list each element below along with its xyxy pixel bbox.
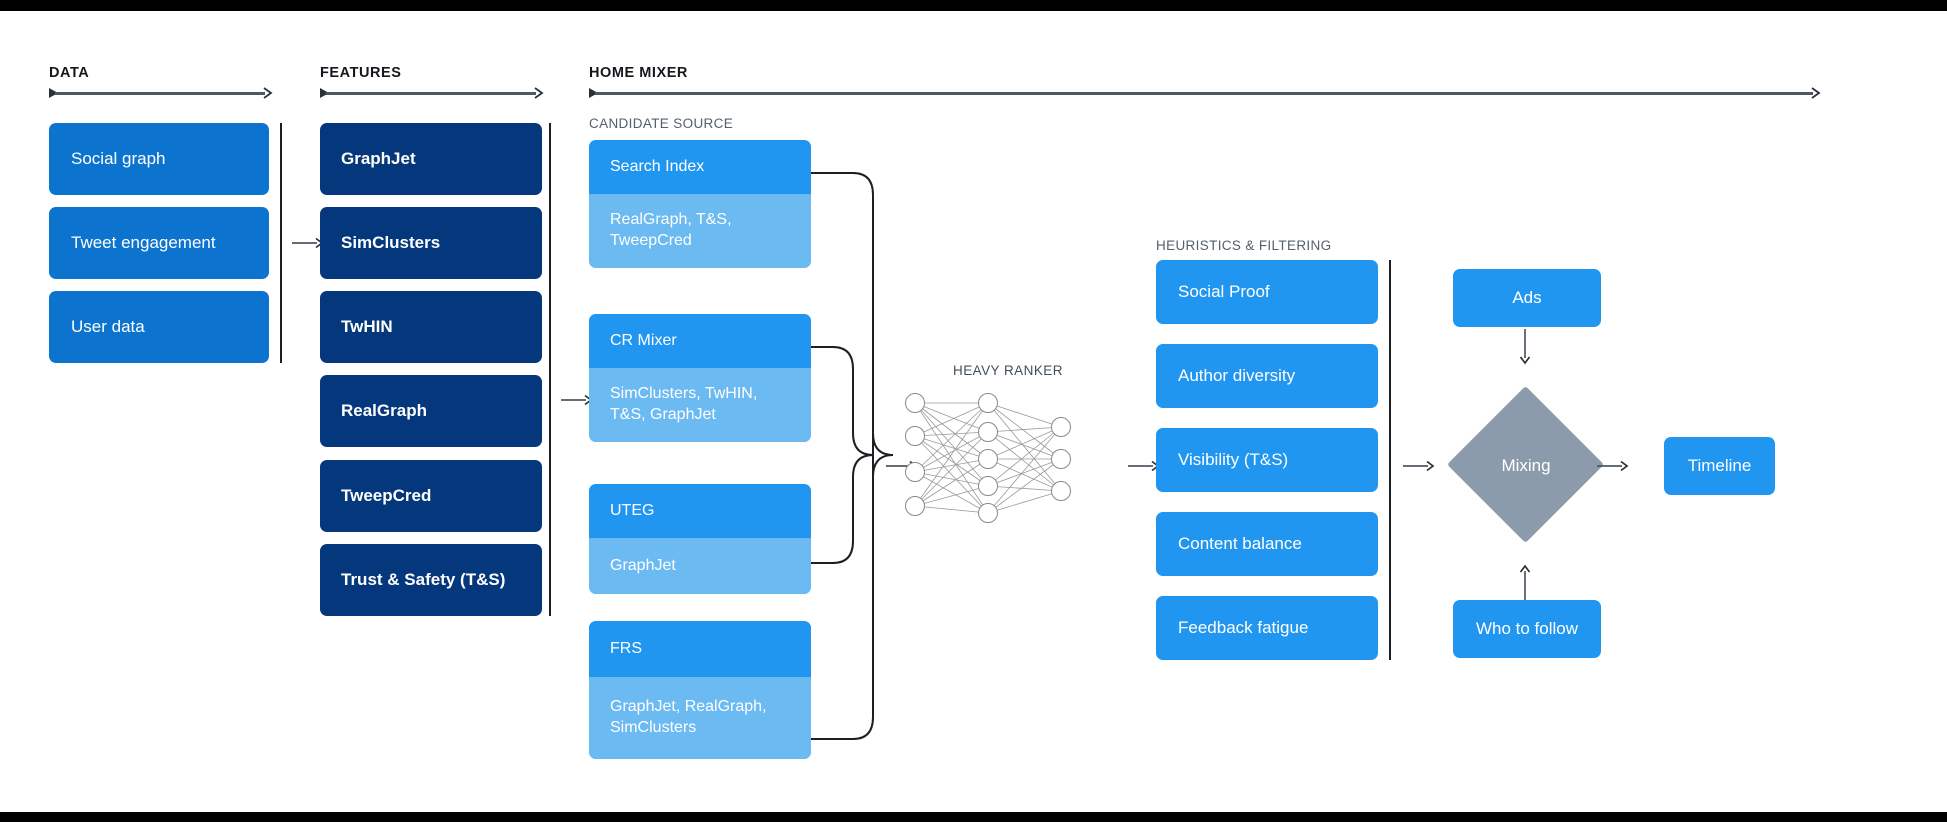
arrow-shaft [595, 92, 1813, 95]
candidate-source-features: GraphJet, RealGraph, SimClusters [589, 677, 811, 759]
output-card-label: Who to follow [1475, 619, 1579, 639]
data-card-user-data[interactable]: User data [49, 291, 269, 363]
output-card-label: Ads [1512, 288, 1542, 308]
arrow-shaft [326, 92, 536, 95]
heuristic-card-label: Feedback fatigue [1178, 618, 1309, 638]
feature-card-twhin[interactable]: TwHIN [320, 291, 542, 363]
subsection-title-heavy-ranker: HEAVY RANKER [953, 363, 1063, 378]
arrow-head-icon [263, 87, 273, 99]
mixing-label: Mixing [1501, 456, 1551, 475]
output-card-label: Timeline [1687, 456, 1752, 476]
arrow-tail-marker [320, 88, 329, 98]
section-title-data: DATA [49, 65, 90, 81]
candidate-source-features: RealGraph, T&S, TweepCred [589, 194, 811, 268]
heuristic-card-label: Author diversity [1178, 366, 1296, 386]
feature-card-label: TwHIN [341, 317, 393, 337]
feature-card-simclusters[interactable]: SimClusters [320, 207, 542, 279]
feature-card-label: Trust & Safety (T&S) [341, 570, 506, 590]
data-section-arrow [49, 87, 273, 99]
data-card-social-graph[interactable]: Social graph [49, 123, 269, 195]
feature-card-trust-safety[interactable]: Trust & Safety (T&S) [320, 544, 542, 616]
candidate-source-name: UTEG [589, 484, 811, 538]
separator-candidate-ranker-upper [872, 227, 874, 387]
feature-card-label: GraphJet [341, 149, 416, 169]
heuristic-card-label: Social Proof [1178, 282, 1270, 302]
heuristic-card-content-balance[interactable]: Content balance [1156, 512, 1378, 576]
candidate-source-connector-lines [811, 172, 894, 740]
feature-card-graphjet[interactable]: GraphJet [320, 123, 542, 195]
feature-card-realgraph[interactable]: RealGraph [320, 375, 542, 447]
separator-features-home-mixer [549, 123, 551, 616]
candidate-source-card-cr-mixer[interactable]: CR Mixer SimClusters, TwHIN, T&S, GraphJ… [589, 314, 811, 442]
data-card-tweet-engagement[interactable]: Tweet engagement [49, 207, 269, 279]
heuristic-card-author-diversity[interactable]: Author diversity [1156, 344, 1378, 408]
arrow-mixing-to-timeline [1597, 460, 1629, 472]
output-card-ads[interactable]: Ads [1453, 269, 1601, 327]
separator-data-features [280, 123, 282, 363]
arrow-head-icon [1811, 87, 1821, 99]
separator-candidate-ranker-lower [872, 401, 874, 561]
data-card-label: Tweet engagement [71, 233, 216, 253]
candidate-source-name: CR Mixer [589, 314, 811, 368]
arrow-ads-to-mixing [1519, 329, 1531, 365]
candidate-source-features: SimClusters, TwHIN, T&S, GraphJet [589, 368, 811, 442]
candidate-source-card-frs[interactable]: FRS GraphJet, RealGraph, SimClusters [589, 621, 811, 759]
subsection-title-candidate-source: CANDIDATE SOURCE [589, 116, 734, 131]
heuristic-card-label: Content balance [1178, 534, 1302, 554]
top-frame-bar [0, 0, 1947, 11]
feature-card-label: SimClusters [341, 233, 441, 253]
arrow-shaft [55, 92, 265, 95]
subsection-title-heuristics: HEURISTICS & FILTERING [1156, 238, 1332, 253]
features-section-arrow [320, 87, 544, 99]
candidate-source-card-search-index[interactable]: Search Index RealGraph, T&S, TweepCred [589, 140, 811, 268]
output-card-who-to-follow[interactable]: Who to follow [1453, 600, 1601, 658]
output-card-timeline[interactable]: Timeline [1664, 437, 1775, 495]
heavy-ranker-network-diagram [905, 393, 1071, 523]
candidate-source-name: FRS [589, 621, 811, 677]
bottom-frame-bar [0, 812, 1947, 822]
data-card-label: User data [71, 317, 145, 337]
home-mixer-section-arrow [589, 87, 1821, 99]
feature-card-tweepcred[interactable]: TweepCred [320, 460, 542, 532]
heuristic-card-visibility[interactable]: Visibility (T&S) [1156, 428, 1378, 492]
candidate-source-card-uteg[interactable]: UTEG GraphJet [589, 484, 811, 594]
candidate-source-features: GraphJet [589, 538, 811, 594]
data-card-label: Social graph [71, 149, 166, 169]
feature-card-label: RealGraph [341, 401, 427, 421]
arrow-tail-marker [49, 88, 58, 98]
arrow-head-icon [534, 87, 544, 99]
arrow-tail-marker [589, 88, 598, 98]
heuristic-card-feedback-fatigue[interactable]: Feedback fatigue [1156, 596, 1378, 660]
candidate-source-name: Search Index [589, 140, 811, 194]
arrow-heuristics-to-mixing [1403, 460, 1435, 472]
feature-card-label: TweepCred [341, 486, 432, 506]
heuristic-card-social-proof[interactable]: Social Proof [1156, 260, 1378, 324]
section-title-home-mixer: HOME MIXER [589, 65, 688, 81]
diagram-body: DATA FEATURES HOME MIXER S [0, 11, 1947, 812]
section-title-features: FEATURES [320, 65, 402, 81]
arrow-who-to-follow-to-mixing [1519, 564, 1531, 601]
heuristic-card-label: Visibility (T&S) [1178, 450, 1289, 470]
separator-heuristics-mixing [1389, 260, 1391, 660]
